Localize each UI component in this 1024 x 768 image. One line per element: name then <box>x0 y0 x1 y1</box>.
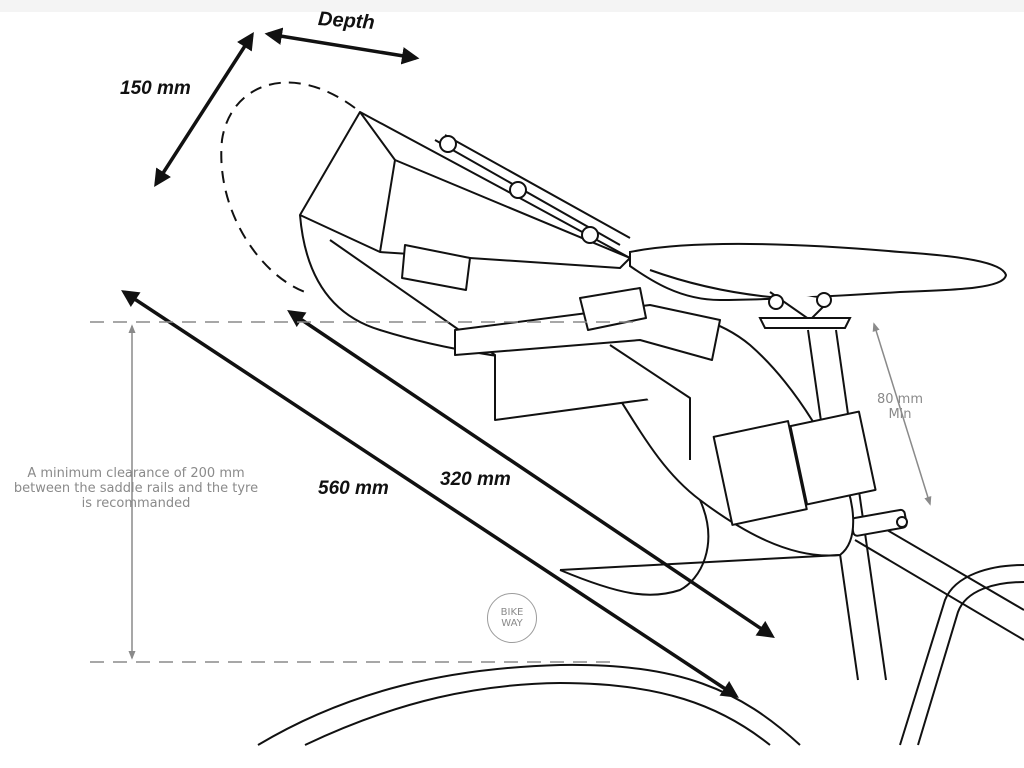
clearance-guides <box>90 321 932 663</box>
depth-arrow <box>264 27 420 65</box>
clearance-note-line-1: A minimum clearance of 200 mm <box>27 466 245 481</box>
clearance-note-line-2: between the saddle rails and the tyre <box>13 481 259 496</box>
watermark-line-2: WAY <box>501 618 523 629</box>
dimension-arrows <box>121 27 775 698</box>
top-band <box>0 0 1024 12</box>
seatpost-min-word: Min <box>888 407 912 422</box>
saddle <box>629 242 1008 329</box>
depth-label: Depth <box>317 8 376 34</box>
length-total-label: 560 mm <box>318 478 389 499</box>
seat-clamp <box>850 508 908 537</box>
tyre <box>257 663 801 746</box>
seatpost-min-label: 80 mm Min <box>868 392 932 422</box>
seatpost-min-value: 80 mm <box>876 392 923 407</box>
seatpost-min-arrow <box>872 322 932 506</box>
height-arrow <box>154 32 254 187</box>
height-label: 150 mm <box>120 78 191 99</box>
watermark-line-1: BIKE <box>500 607 524 618</box>
length-bag-label: 320 mm <box>440 469 511 490</box>
watermark-logo: BIKE WAY <box>487 593 537 643</box>
clearance-note-line-3: is recommanded <box>81 496 191 511</box>
clearance-note: A minimum clearance of 200 mm between th… <box>0 466 272 511</box>
saddle-bag <box>299 111 877 596</box>
length-bag-arrow <box>287 310 775 638</box>
